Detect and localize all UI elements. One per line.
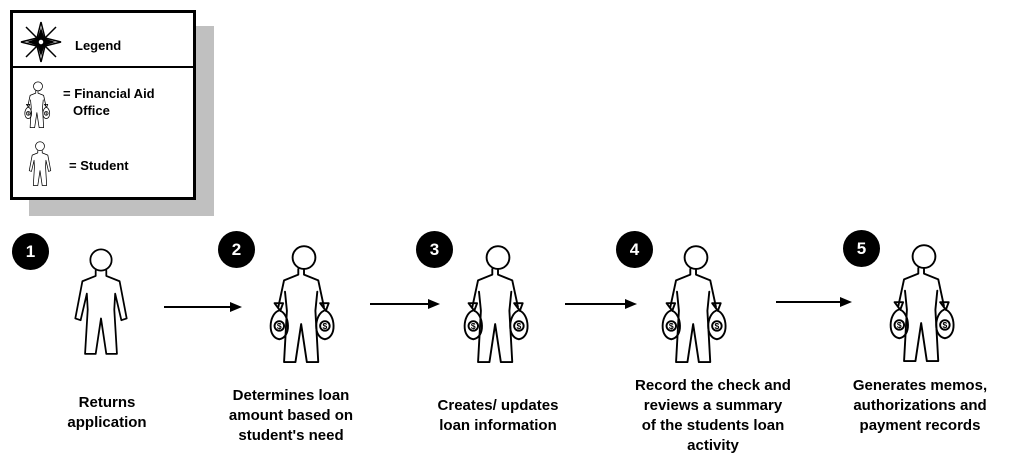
legend-label-student: = Student: [69, 158, 129, 173]
caption-line: of the students loan: [641, 417, 785, 434]
caption-line: application: [67, 414, 147, 431]
step-1-caption: Returns application: [42, 393, 172, 433]
step-4-number-badge: 4: [616, 231, 653, 268]
financial-aid-office-person-icon: [460, 244, 536, 368]
caption-line: activity: [687, 437, 739, 454]
financial-aid-office-person-icon: [266, 244, 342, 368]
step-5-caption: Generates memos, authorizations and paym…: [826, 376, 1014, 436]
legend-item-financial-aid-office: = Financial Aid Office: [13, 75, 193, 145]
step-2-number-badge: 2: [218, 231, 255, 268]
student-person-icon: [70, 245, 132, 360]
caption-line: Determines loan: [232, 387, 350, 404]
flow-arrow: [164, 302, 242, 312]
financial-aid-office-person-icon: [658, 244, 734, 368]
caption-line: Generates memos,: [852, 377, 988, 394]
caption-line: Returns: [78, 394, 136, 411]
step-2-caption: Determines loan amount based on student'…: [216, 386, 366, 446]
step-1-number-badge: 1: [12, 233, 49, 270]
caption-line: loan information: [439, 417, 557, 434]
legend-label-office-line2: Office: [73, 103, 110, 118]
step-3-caption: Creates/ updates loan information: [414, 396, 582, 436]
legend-title: Legend: [75, 38, 122, 53]
flow-arrow: [370, 299, 440, 309]
caption-line: Record the check and: [635, 377, 791, 394]
legend-box: Legend = Financial Aid Office = Student: [10, 10, 196, 200]
step-4-caption: Record the check and reviews a summary o…: [598, 376, 828, 456]
caption-line: authorizations and: [853, 397, 987, 414]
student-person-icon: [27, 141, 53, 187]
caption-line: student's need: [238, 427, 344, 444]
flow-arrow: [565, 299, 637, 309]
step-3-number-badge: 3: [416, 231, 453, 268]
step-5-number-badge: 5: [843, 230, 880, 267]
legend-item-student: = Student: [13, 141, 193, 196]
caption-line: amount based on: [228, 407, 354, 424]
financial-aid-office-person-icon: [886, 243, 962, 367]
compass-rose-icon: [20, 21, 62, 63]
legend-label-office-line1: = Financial Aid: [63, 86, 155, 101]
flow-arrow: [776, 297, 852, 307]
legend-header: Legend: [13, 13, 193, 68]
caption-line: Creates/ updates: [437, 397, 559, 414]
caption-line: payment records: [859, 417, 981, 434]
financial-aid-office-person-icon: [23, 81, 53, 130]
caption-line: reviews a summary: [643, 397, 783, 414]
